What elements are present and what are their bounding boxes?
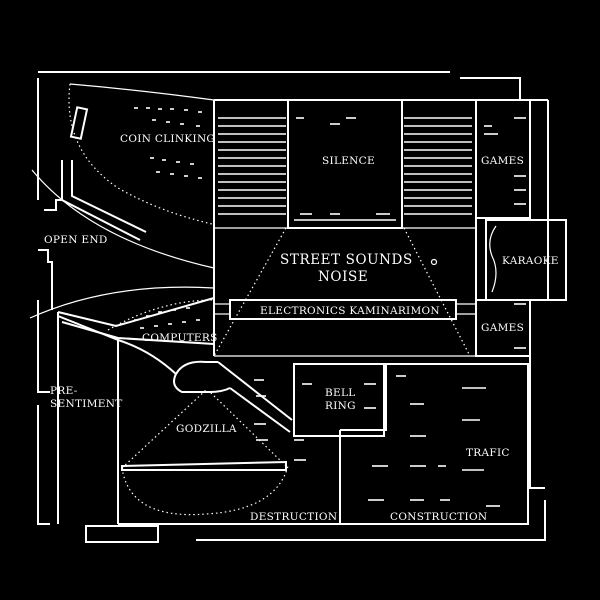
entry-corridor-b (71, 160, 147, 233)
label-games-bottom: GAMES (481, 322, 524, 334)
south-block-left (85, 525, 159, 543)
silence-room-marks (294, 117, 396, 221)
computer-seat-marks (134, 307, 200, 329)
computers-divider (57, 297, 215, 328)
east-wall-lower (529, 300, 545, 489)
east-wall-upper (546, 100, 549, 301)
bell-ring-room (293, 363, 385, 437)
label-silence: SILENCE (322, 155, 375, 167)
entry-corridor-a (61, 160, 141, 241)
construction-room (340, 363, 529, 525)
right-rooms (475, 99, 567, 357)
open-end-curve (31, 169, 215, 269)
label-noise: NOISE (318, 269, 368, 285)
seating-left (218, 117, 286, 215)
coin-seat-marks (134, 107, 202, 179)
computers-arc-top (29, 286, 215, 319)
outer-walls (37, 71, 549, 543)
west-wall-lower (37, 405, 50, 525)
karaoke-curtain (489, 225, 497, 293)
labels: COIN CLINKING SILENCE GAMES OPEN END STR… (44, 133, 559, 523)
godzilla-dotted-arc (121, 465, 289, 516)
marker-dot (430, 258, 438, 266)
label-presentiment-line1: PRE- (50, 385, 78, 397)
stage-edge-right (403, 227, 471, 357)
label-street-sounds: STREET SOUNDS (280, 252, 413, 268)
games-bottom-room (475, 299, 531, 357)
west-notch-wall (38, 249, 53, 310)
central-block (213, 99, 477, 357)
label-electronics-kaminarimon: ELECTRONICS KAMINARIMON (260, 305, 440, 317)
label-destruction: DESTRUCTION (250, 511, 337, 523)
games-top-room (475, 99, 531, 219)
construction-zone (340, 363, 529, 525)
godzilla-diagonal-b (217, 361, 293, 421)
coin-dotted-boundary (68, 83, 213, 225)
label-godzilla: GODZILLA (176, 423, 237, 435)
label-ring: RING (325, 400, 356, 412)
godzilla-stage (121, 460, 287, 471)
west-wall-mid (37, 300, 50, 393)
label-coin-clinking: COIN CLINKING (120, 133, 215, 145)
destruction-room (118, 430, 341, 525)
coin-clinking-zone (31, 83, 215, 269)
label-construction: CONSTRUCTION (390, 511, 487, 523)
south-wall (196, 500, 546, 541)
label-computers: COMPUTERS (142, 332, 218, 344)
label-open-end: OPEN END (44, 234, 108, 246)
godzilla-entry-arc (117, 339, 231, 393)
godzilla-west-wall (57, 315, 119, 524)
computers-zone (29, 286, 215, 345)
label-games-top: GAMES (481, 155, 524, 167)
presentiment-corridor (57, 312, 119, 524)
godzilla-diagonal-a (229, 387, 291, 433)
stage-edge-left (213, 227, 287, 357)
label-presentiment-line2: SENTIMENT (50, 398, 123, 410)
label-karaoke: KARAOKE (502, 255, 559, 267)
coin-machine (69, 106, 89, 140)
electronics-frame (229, 299, 457, 320)
coin-arc-top (69, 83, 215, 101)
label-trafic: TRAFIC (466, 447, 510, 459)
computers-dotted-arc (107, 299, 215, 331)
trafic-marks (368, 375, 500, 507)
north-east-wall (460, 77, 548, 101)
seating-right (404, 117, 472, 215)
label-bell: BELL (325, 387, 356, 399)
